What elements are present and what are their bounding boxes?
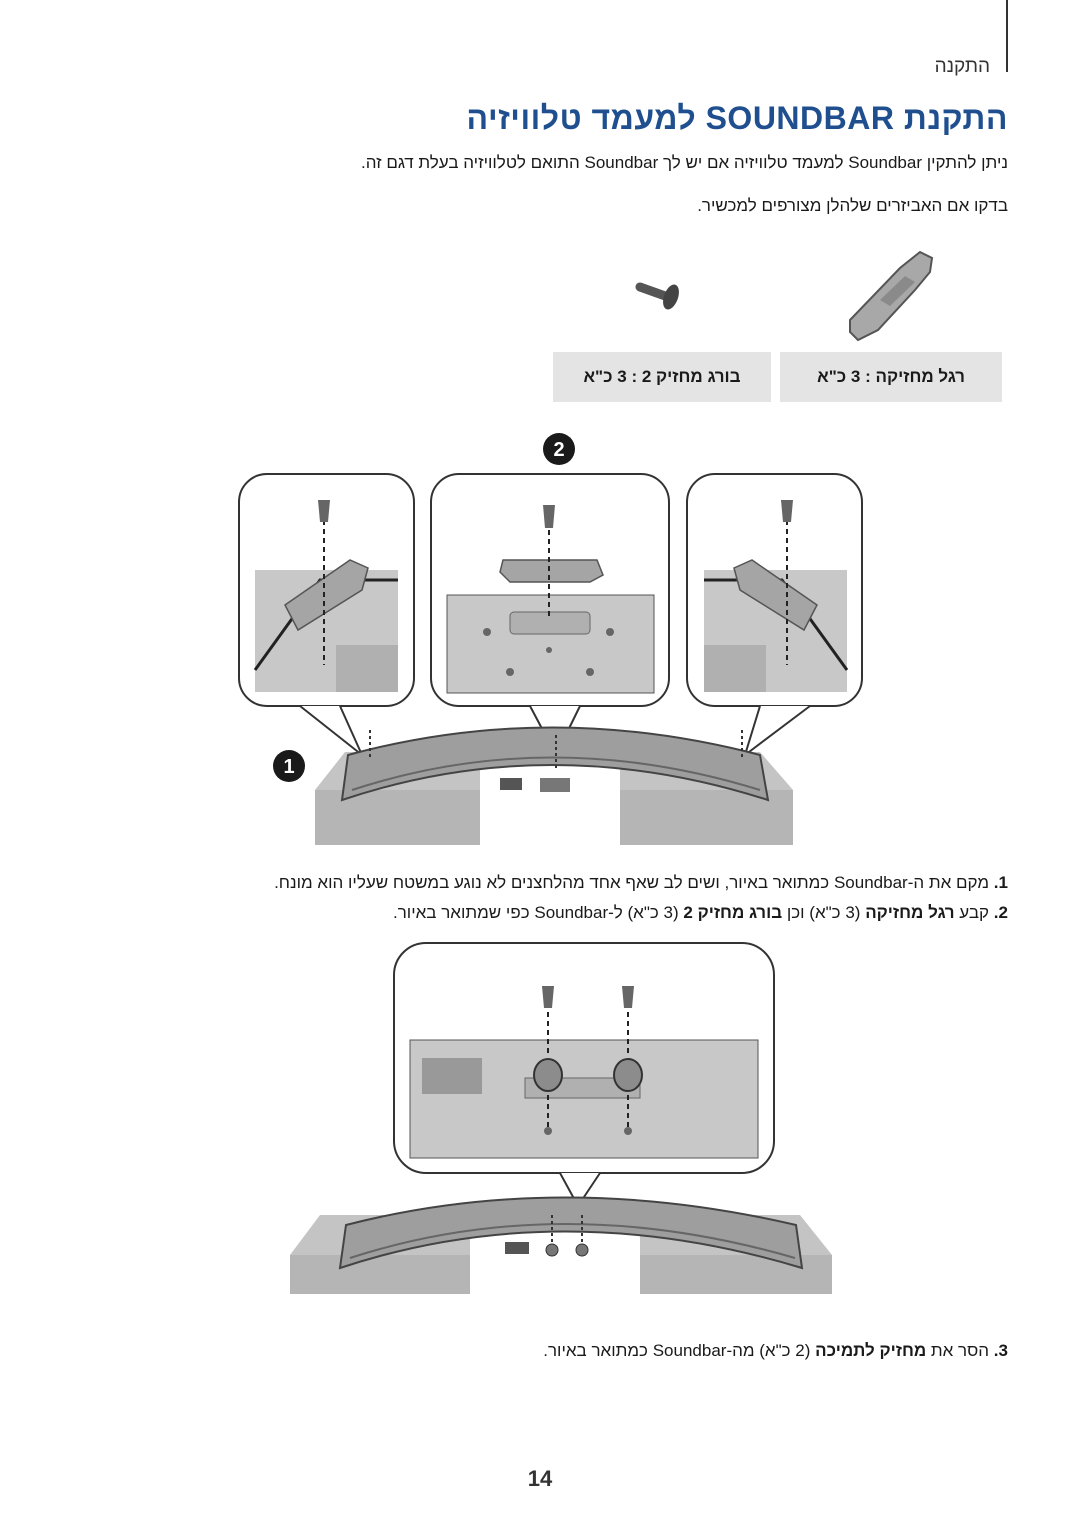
step-2-mid: (3 כ"א) וכן: [782, 903, 866, 922]
header-rule: [1006, 0, 1008, 72]
step-2-number: 2.: [993, 903, 1008, 922]
intro-text: ניתן להתקין Soundbar למעמד טלוויזיה אם י…: [360, 153, 1008, 172]
svg-text:2: 2: [553, 439, 564, 461]
step-1: 1. מקם את ה-Soundbar כמתואר באיור, ושים …: [48, 873, 1008, 893]
step-3-post: (2 כ"א) מה-Soundbar כמתואר באיור.: [543, 1341, 816, 1360]
page-title: התקנת SOUNDBAR למעמד טלוויזיה: [466, 100, 1008, 136]
step-2-bold-screw: בורג מחזיק 2: [683, 903, 783, 922]
part-holder-screw: בורג מחזיק 2 : 3 כ"א: [553, 352, 771, 402]
holder-foot-icon: [849, 250, 934, 342]
step-1-number: 1.: [993, 873, 1008, 892]
detail-box-right: [686, 473, 863, 707]
step-3: 3. הסר את מחזיק לתמיכה (2 כ"א) מה-Soundb…: [48, 1341, 1008, 1361]
soundbar-illustration-1: [315, 726, 793, 845]
section-label: התקנה: [934, 56, 990, 77]
step-3-pre: הסר את: [926, 1341, 990, 1360]
page-number: 14: [527, 1466, 553, 1491]
step-2: 2. קבע רגל מחזיקה (3 כ"א) וכן בורג מחזיק…: [48, 903, 1008, 923]
step-2-bold-foot: רגל מחזיקה: [865, 903, 955, 922]
detail-box-center: [430, 473, 670, 707]
step-1-text: מקם את ה-Soundbar כמתואר באיור, ושים לב …: [274, 873, 990, 892]
accessories-check-text: בדקו אם האביזרים שלהלן מצורפים למכשיר.: [697, 196, 1008, 215]
step-2-post: (3 כ"א) ל-Soundbar כפי שמתואר באיור.: [393, 903, 684, 922]
step-2-pre: קבע: [954, 903, 990, 922]
callout-2-icon: 2: [543, 433, 575, 465]
part-holder-foot: רגל מחזיקה : 3 כ"א: [780, 352, 1002, 402]
detail-box-removal: [393, 942, 775, 1208]
step-3-number: 3.: [993, 1341, 1008, 1360]
screw-icon: [635, 282, 679, 310]
detail-box-left: [238, 473, 415, 707]
step-3-bold-support: מחזיק לתמיכה: [815, 1341, 927, 1360]
soundbar-illustration-2: [290, 1196, 832, 1294]
svg-text:1: 1: [283, 756, 294, 778]
callout-1-icon: 1: [273, 750, 305, 782]
